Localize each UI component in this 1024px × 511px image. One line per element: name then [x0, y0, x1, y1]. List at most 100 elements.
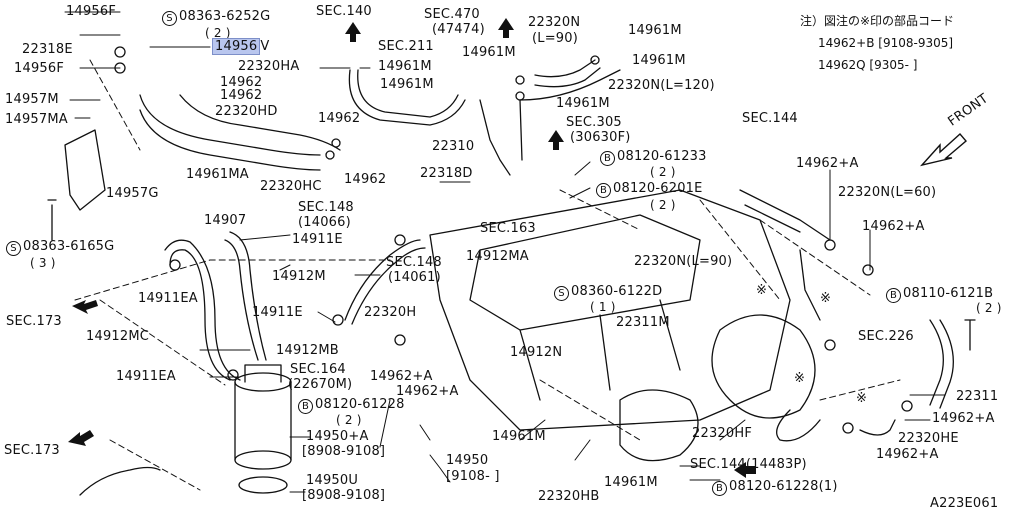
footnote-line-1: 14962+B [9108-9305]	[818, 36, 954, 50]
s-circle-icon: S	[554, 286, 569, 301]
label-14911E-b: 14911E	[252, 305, 303, 320]
label-22320HE: 22320HE	[898, 431, 959, 446]
label-14957G: 14957G	[106, 186, 159, 201]
b-circle-icon: B	[298, 399, 313, 414]
label-14907: 14907	[204, 213, 247, 228]
label-14911E-a: 14911E	[292, 232, 343, 247]
canister	[234, 364, 292, 470]
label-22320HC: 22320HC	[260, 179, 322, 194]
hose-22320HA	[348, 69, 466, 126]
label-sec470: SEC.470	[424, 7, 480, 22]
bracket-14957MA	[64, 129, 106, 211]
label-14950: 14950	[446, 453, 489, 468]
arrow-sec305	[548, 130, 564, 150]
label-sec164-sub: (22670M)	[288, 377, 353, 392]
label-22311M: 22311M	[616, 315, 670, 330]
label-sec148-b: SEC.148	[386, 255, 442, 270]
hose-sec173	[79, 466, 161, 496]
label-sec173-a: SEC.173	[6, 314, 62, 329]
label-22320N-60: 22320N(L=60)	[838, 185, 937, 200]
label-22320N-a-sub: (L=90)	[532, 31, 579, 46]
label-14962-a: 14962	[220, 75, 263, 90]
label-22320HD: 22320HD	[215, 104, 278, 119]
b-circle-icon: B	[712, 481, 727, 496]
label-14961M-e: 14961M	[632, 53, 686, 68]
footnote: 注）図注の※印の部品コード 14962+B [9108-9305] 14962Q…	[800, 10, 954, 76]
arrow-sec173-b	[68, 430, 94, 446]
label-14962-c: 14962	[318, 111, 361, 126]
label-14961MA: 14961MA	[186, 167, 249, 182]
intake-manifold	[469, 214, 701, 331]
label-22318E: 22318E	[22, 42, 73, 57]
label-14961M-c: 14961M	[380, 77, 434, 92]
highlighted-part-14956[interactable]: 14956	[212, 38, 261, 55]
label-08120-6201E-qty: ( 2 )	[650, 198, 676, 212]
hose-14912MC	[169, 249, 231, 381]
label-08363-6165G-qty: ( 3 )	[30, 256, 56, 270]
label-22320H: 22320H	[364, 305, 417, 320]
label-22311: 22311	[956, 389, 999, 404]
label-08363-6252G-qty: ( 2 )	[205, 26, 231, 40]
label-14956F-top: 14956F	[66, 4, 117, 19]
label-14962-b: 14962	[220, 88, 263, 103]
arrow-sec173-a	[72, 300, 98, 314]
tube-22310	[479, 99, 511, 176]
label-sec148-a: SEC.148	[298, 200, 354, 215]
footnote-title: 注）図注の※印の部品コード	[800, 14, 955, 28]
label-14957M: 14957M	[5, 92, 59, 107]
footnote-line-2: 14962Q [9305- ]	[818, 58, 918, 72]
hose-14912MB	[224, 239, 259, 361]
label-sec173-b: SEC.173	[4, 443, 60, 458]
star-marker: ※	[820, 291, 832, 306]
hose-22320HE	[859, 419, 896, 436]
label-14950U: 14950U	[306, 473, 359, 488]
label-22320HF: 22320HF	[692, 426, 753, 441]
hose-22320N	[534, 59, 596, 78]
label-sec140: SEC.140	[316, 4, 372, 19]
label-14962A-e: 14962+A	[932, 411, 995, 426]
star-marker: ※	[794, 371, 806, 386]
star-marker: ※	[856, 391, 868, 406]
label-14962A-f: 14962+A	[876, 447, 939, 462]
label-14961M-b: 14961M	[378, 59, 432, 74]
b-circle-icon: B	[886, 288, 901, 303]
label-14912N: 14912N	[510, 345, 563, 360]
label-14950-date: [9108- ]	[446, 469, 500, 484]
label-sec164: SEC.164	[290, 362, 346, 377]
label-sec163: SEC.163	[480, 221, 536, 236]
label-22320N-a: 22320N	[528, 15, 581, 30]
label-14962A-b: 14962+A	[862, 219, 925, 234]
hose-22320HF	[776, 409, 821, 442]
b-circle-icon: B	[600, 151, 615, 166]
label-22310: 22310	[432, 139, 475, 154]
label-14912MA: 14912MA	[466, 249, 529, 264]
label-sec144-top: SEC.144	[742, 111, 798, 126]
label-14961M-g: 14961M	[492, 429, 546, 444]
transmission-housing	[711, 314, 816, 419]
label-14956F: 14956F	[14, 61, 65, 76]
label-14961M-a: 14961M	[462, 45, 516, 60]
hose-14912M	[344, 239, 421, 321]
label-14911EA-a: 14911EA	[138, 291, 198, 306]
tube-22311	[929, 319, 944, 406]
front-arrow	[919, 132, 967, 167]
hose-22320HD	[139, 94, 321, 156]
clamp	[114, 46, 126, 58]
label-14911EA-b: 14911EA	[116, 369, 176, 384]
label-14961M-h: 14961M	[604, 475, 658, 490]
label-22318D: 22318D	[420, 166, 473, 181]
arrow-sec470	[498, 18, 514, 38]
label-08360-6122D-qty: ( 1 )	[590, 300, 616, 314]
s-circle-icon: S	[6, 241, 21, 256]
label-08120-61228-a-qty: ( 2 )	[336, 413, 362, 427]
label-08110-6121B-qty: ( 2 )	[976, 301, 1002, 315]
label-sec305: SEC.305	[566, 115, 622, 130]
